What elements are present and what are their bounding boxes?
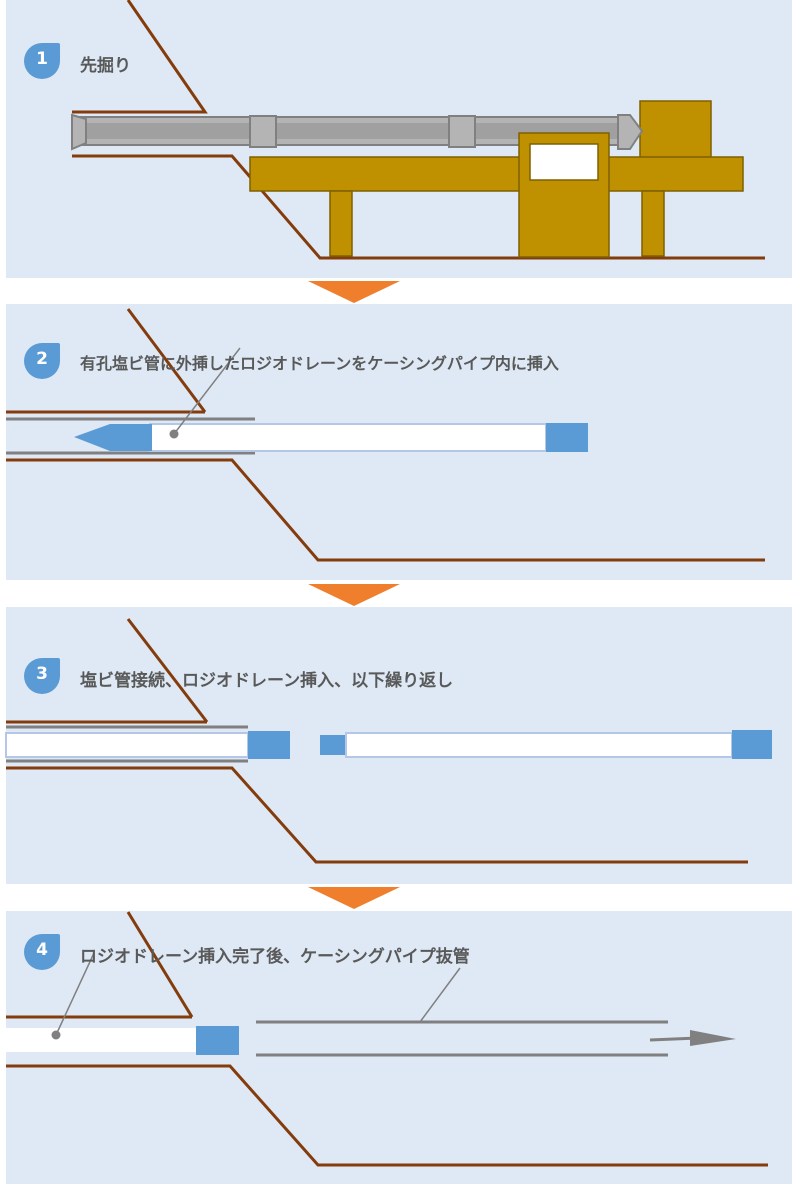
- step-number: 3: [36, 664, 48, 684]
- ground-slope-line: [126, 618, 209, 723]
- step-3-scene: [5, 618, 772, 864]
- pipe-connector: [320, 735, 346, 755]
- step-number: 1: [36, 49, 48, 69]
- drain-tip: [74, 424, 152, 451]
- drain-end-cap: [196, 1026, 239, 1055]
- down-arrow-icon: [308, 584, 400, 606]
- down-arrow-icon: [308, 887, 400, 909]
- drain-end-cap: [248, 731, 290, 759]
- step-number: 2: [36, 349, 48, 369]
- ground-slope-line: [126, 911, 194, 1018]
- pvc-pipe-inserted: [5, 732, 249, 758]
- casing-head: [617, 114, 644, 150]
- drop-badge-icon: 4: [22, 932, 62, 972]
- step-title: 塩ビ管接続、ロジオドレーン挿入、以下繰り返し: [80, 671, 454, 691]
- ground-bottom-line: [72, 154, 765, 260]
- control-panel-window: [529, 143, 599, 181]
- drop-badge-icon: 3: [22, 656, 62, 696]
- drop-badge-icon: 2: [22, 341, 62, 381]
- drain-end-cap: [546, 423, 588, 452]
- step-2-scene: [6, 308, 765, 562]
- casing-joint: [448, 115, 476, 148]
- drop-badge-icon: 1: [22, 41, 62, 81]
- casing-bit: [71, 113, 87, 151]
- pvc-pipe-with-drain: [149, 423, 547, 452]
- machine-frame: [249, 156, 744, 192]
- step-4-scene: [6, 911, 768, 1167]
- leader-line: [419, 967, 461, 1023]
- step-title: ロジオドレーン挿入完了後、ケーシングパイプ抜管: [80, 947, 470, 967]
- casing-joint: [249, 115, 277, 148]
- ground-slope-line: [126, 308, 207, 413]
- ground-bottom-line: [6, 1064, 768, 1167]
- ground-bottom-line: [6, 766, 748, 864]
- leader-dot-icon: [51, 1030, 61, 1040]
- leader-dot-icon: [169, 429, 179, 439]
- ground-surface-line: [72, 0, 208, 114]
- step-1-scene: [71, 0, 765, 260]
- machine-motor-box: [639, 100, 712, 160]
- installed-drain-pipe: [6, 1028, 196, 1052]
- pvc-pipe-new: [345, 732, 733, 758]
- pull-arrow-icon: [649, 1030, 736, 1046]
- step-number: 4: [36, 940, 48, 960]
- step-title: 先掘り: [80, 56, 131, 76]
- step-title: 有孔塩ビ管に外挿したロジオドレーンをケーシングパイプ内に挿入: [80, 354, 559, 373]
- leader-line: [55, 952, 95, 1036]
- machine-leg: [641, 190, 665, 257]
- leader-line: [173, 347, 241, 435]
- drain-end-cap: [732, 730, 772, 759]
- ground-bottom-line: [6, 458, 765, 562]
- down-arrow-icon: [308, 281, 400, 303]
- machine-leg: [329, 190, 353, 257]
